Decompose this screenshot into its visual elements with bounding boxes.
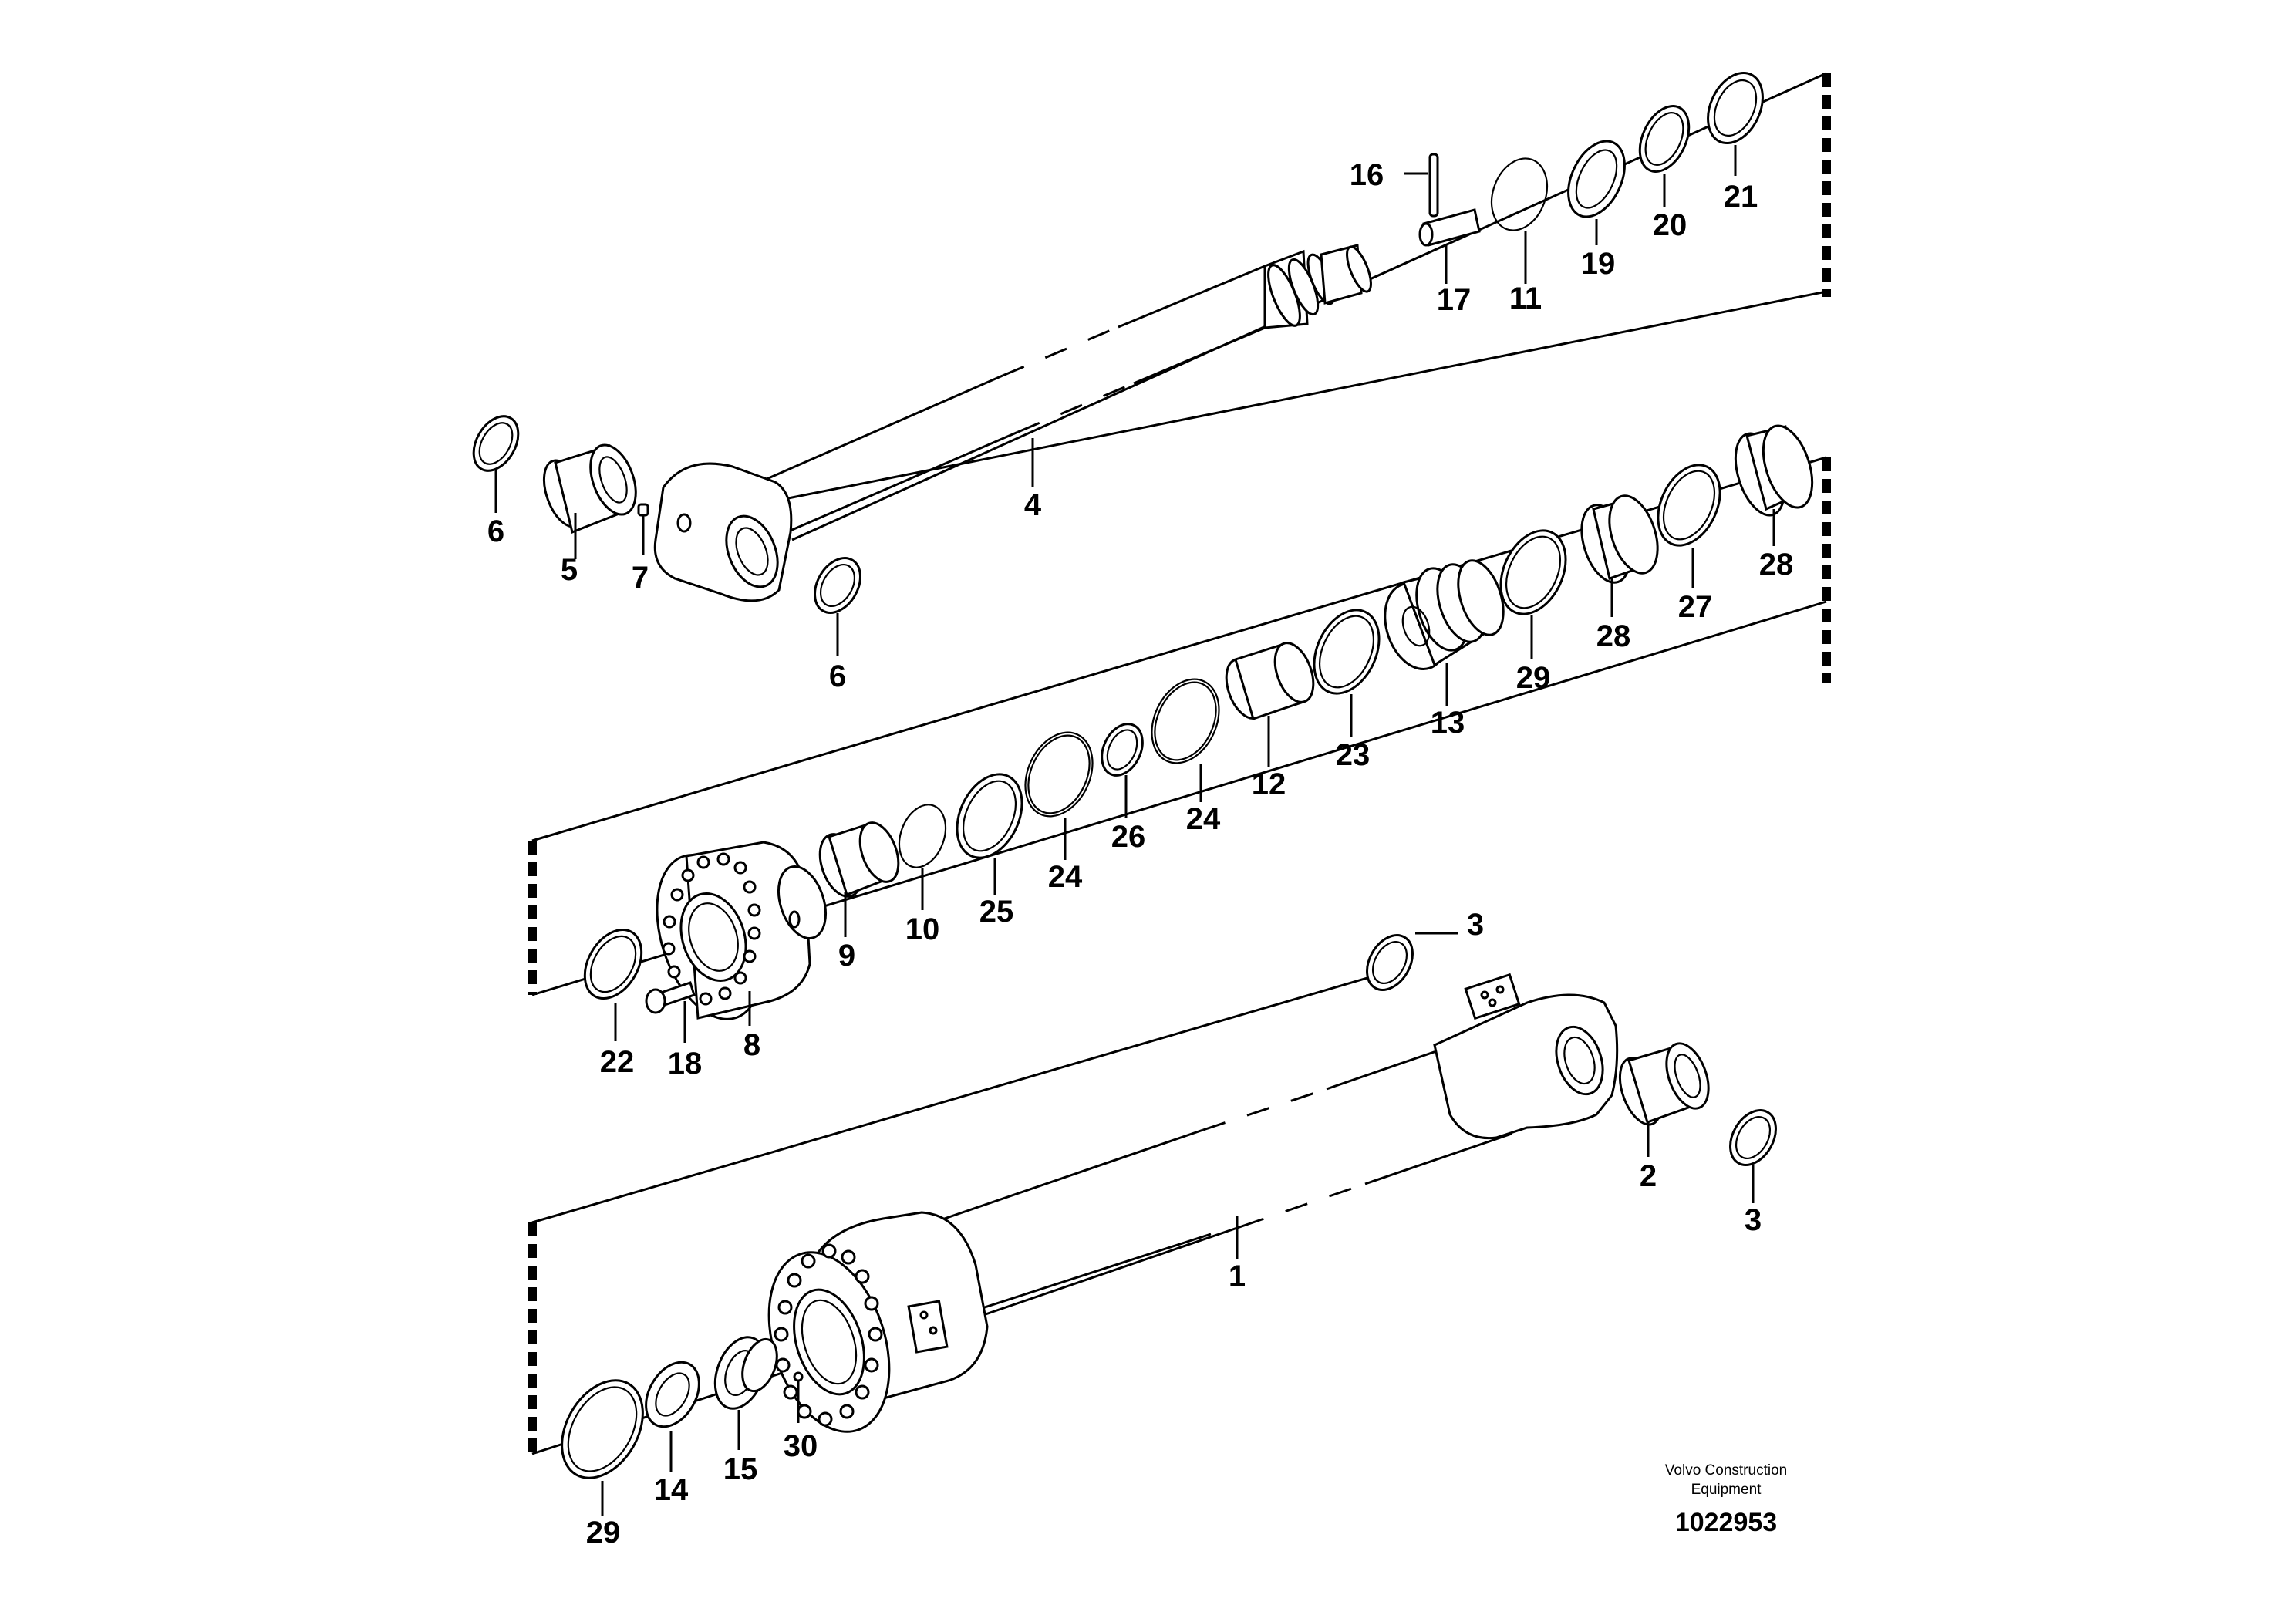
callout-29a: 29 bbox=[1516, 661, 1551, 695]
bolt-18[interactable] bbox=[645, 981, 696, 1014]
seal-ring-29b[interactable] bbox=[545, 1366, 659, 1492]
piston-rod-4[interactable] bbox=[653, 244, 1376, 602]
callout-16: 16 bbox=[1350, 158, 1384, 192]
callout-9: 9 bbox=[838, 939, 855, 973]
bushing-9[interactable] bbox=[812, 818, 905, 902]
callout-24a: 24 bbox=[1048, 860, 1083, 894]
callout-27: 27 bbox=[1678, 590, 1713, 624]
wear-ring-28b[interactable] bbox=[1726, 420, 1821, 521]
callout-26: 26 bbox=[1111, 820, 1146, 854]
callout-5: 5 bbox=[561, 553, 578, 587]
piston-13[interactable] bbox=[1374, 555, 1512, 677]
cylinder-head-8[interactable] bbox=[638, 841, 834, 1033]
callout-19: 19 bbox=[1581, 247, 1616, 281]
callout-1: 1 bbox=[1229, 1259, 1246, 1293]
callout-labels: 1 2 3 3 4 5 6 6 7 8 9 10 11 12 13 14 15 … bbox=[487, 158, 1793, 1549]
callout-28b: 28 bbox=[1759, 548, 1794, 582]
seal-ring-21[interactable] bbox=[1698, 64, 1774, 152]
seal-ring-26[interactable] bbox=[1094, 717, 1150, 782]
cylinder-tube-1[interactable] bbox=[747, 973, 1619, 1448]
callout-18: 18 bbox=[668, 1047, 703, 1081]
callout-30: 30 bbox=[784, 1429, 818, 1463]
seal-ring-3b[interactable] bbox=[1721, 1102, 1785, 1173]
seal-ring-19[interactable] bbox=[1557, 132, 1636, 225]
grease-nipple-7[interactable] bbox=[637, 503, 649, 517]
callout-25: 25 bbox=[979, 895, 1014, 929]
disc-11[interactable] bbox=[1482, 150, 1557, 238]
bushing-2[interactable] bbox=[1612, 1037, 1717, 1130]
callout-21: 21 bbox=[1724, 180, 1758, 214]
bushing-5[interactable] bbox=[536, 439, 645, 534]
callout-3a: 3 bbox=[1467, 908, 1484, 942]
alignment-frame bbox=[528, 72, 1831, 1455]
callout-14: 14 bbox=[654, 1473, 689, 1507]
callout-22: 22 bbox=[600, 1045, 635, 1079]
disc-10[interactable] bbox=[891, 798, 953, 874]
bushing-12[interactable] bbox=[1219, 638, 1321, 723]
nut-17[interactable] bbox=[1418, 208, 1481, 247]
seal-ring-6b[interactable] bbox=[805, 550, 869, 621]
pin-16[interactable] bbox=[1428, 153, 1439, 218]
callout-15: 15 bbox=[723, 1452, 758, 1486]
callout-12: 12 bbox=[1252, 767, 1286, 801]
callout-6b: 6 bbox=[829, 659, 846, 693]
callout-11: 11 bbox=[1509, 282, 1542, 315]
callout-8: 8 bbox=[743, 1028, 760, 1062]
lock-nut-15[interactable] bbox=[706, 1330, 783, 1416]
callout-13: 13 bbox=[1431, 706, 1465, 740]
callout-7: 7 bbox=[632, 561, 649, 595]
callout-6a: 6 bbox=[487, 514, 504, 548]
seal-ring-23[interactable] bbox=[1301, 599, 1391, 703]
seal-ring-24a[interactable] bbox=[1013, 721, 1106, 827]
document-number: 1022953 bbox=[1675, 1508, 1777, 1537]
callout-2: 2 bbox=[1640, 1159, 1657, 1193]
callout-3b: 3 bbox=[1745, 1203, 1762, 1237]
set-screw-30[interactable] bbox=[793, 1371, 804, 1382]
callout-24b: 24 bbox=[1186, 802, 1221, 836]
seal-ring-25[interactable] bbox=[944, 764, 1034, 868]
seal-ring-29a[interactable] bbox=[1488, 520, 1578, 624]
footer: Volvo Construction Equipment 1022953 bbox=[1665, 1462, 1787, 1537]
maker-name-line2: Equipment bbox=[1691, 1482, 1762, 1498]
seal-ring-20[interactable] bbox=[1630, 98, 1699, 179]
callout-29b: 29 bbox=[586, 1516, 621, 1549]
seal-ring-24b[interactable] bbox=[1139, 668, 1232, 774]
callout-23: 23 bbox=[1336, 738, 1371, 772]
seal-ring-22[interactable] bbox=[573, 919, 652, 1008]
seal-ring-27[interactable] bbox=[1646, 455, 1732, 555]
seal-ring-6a[interactable] bbox=[464, 409, 527, 479]
seal-ring-3a[interactable] bbox=[1357, 927, 1421, 998]
wear-ring-28a[interactable] bbox=[1573, 490, 1666, 588]
callout-17: 17 bbox=[1437, 283, 1472, 317]
callout-10: 10 bbox=[905, 912, 940, 946]
callout-28a: 28 bbox=[1596, 619, 1631, 653]
washer-14[interactable] bbox=[636, 1353, 710, 1436]
callout-20: 20 bbox=[1653, 208, 1687, 242]
maker-name-line1: Volvo Construction bbox=[1665, 1462, 1787, 1479]
callout-4: 4 bbox=[1024, 488, 1042, 522]
